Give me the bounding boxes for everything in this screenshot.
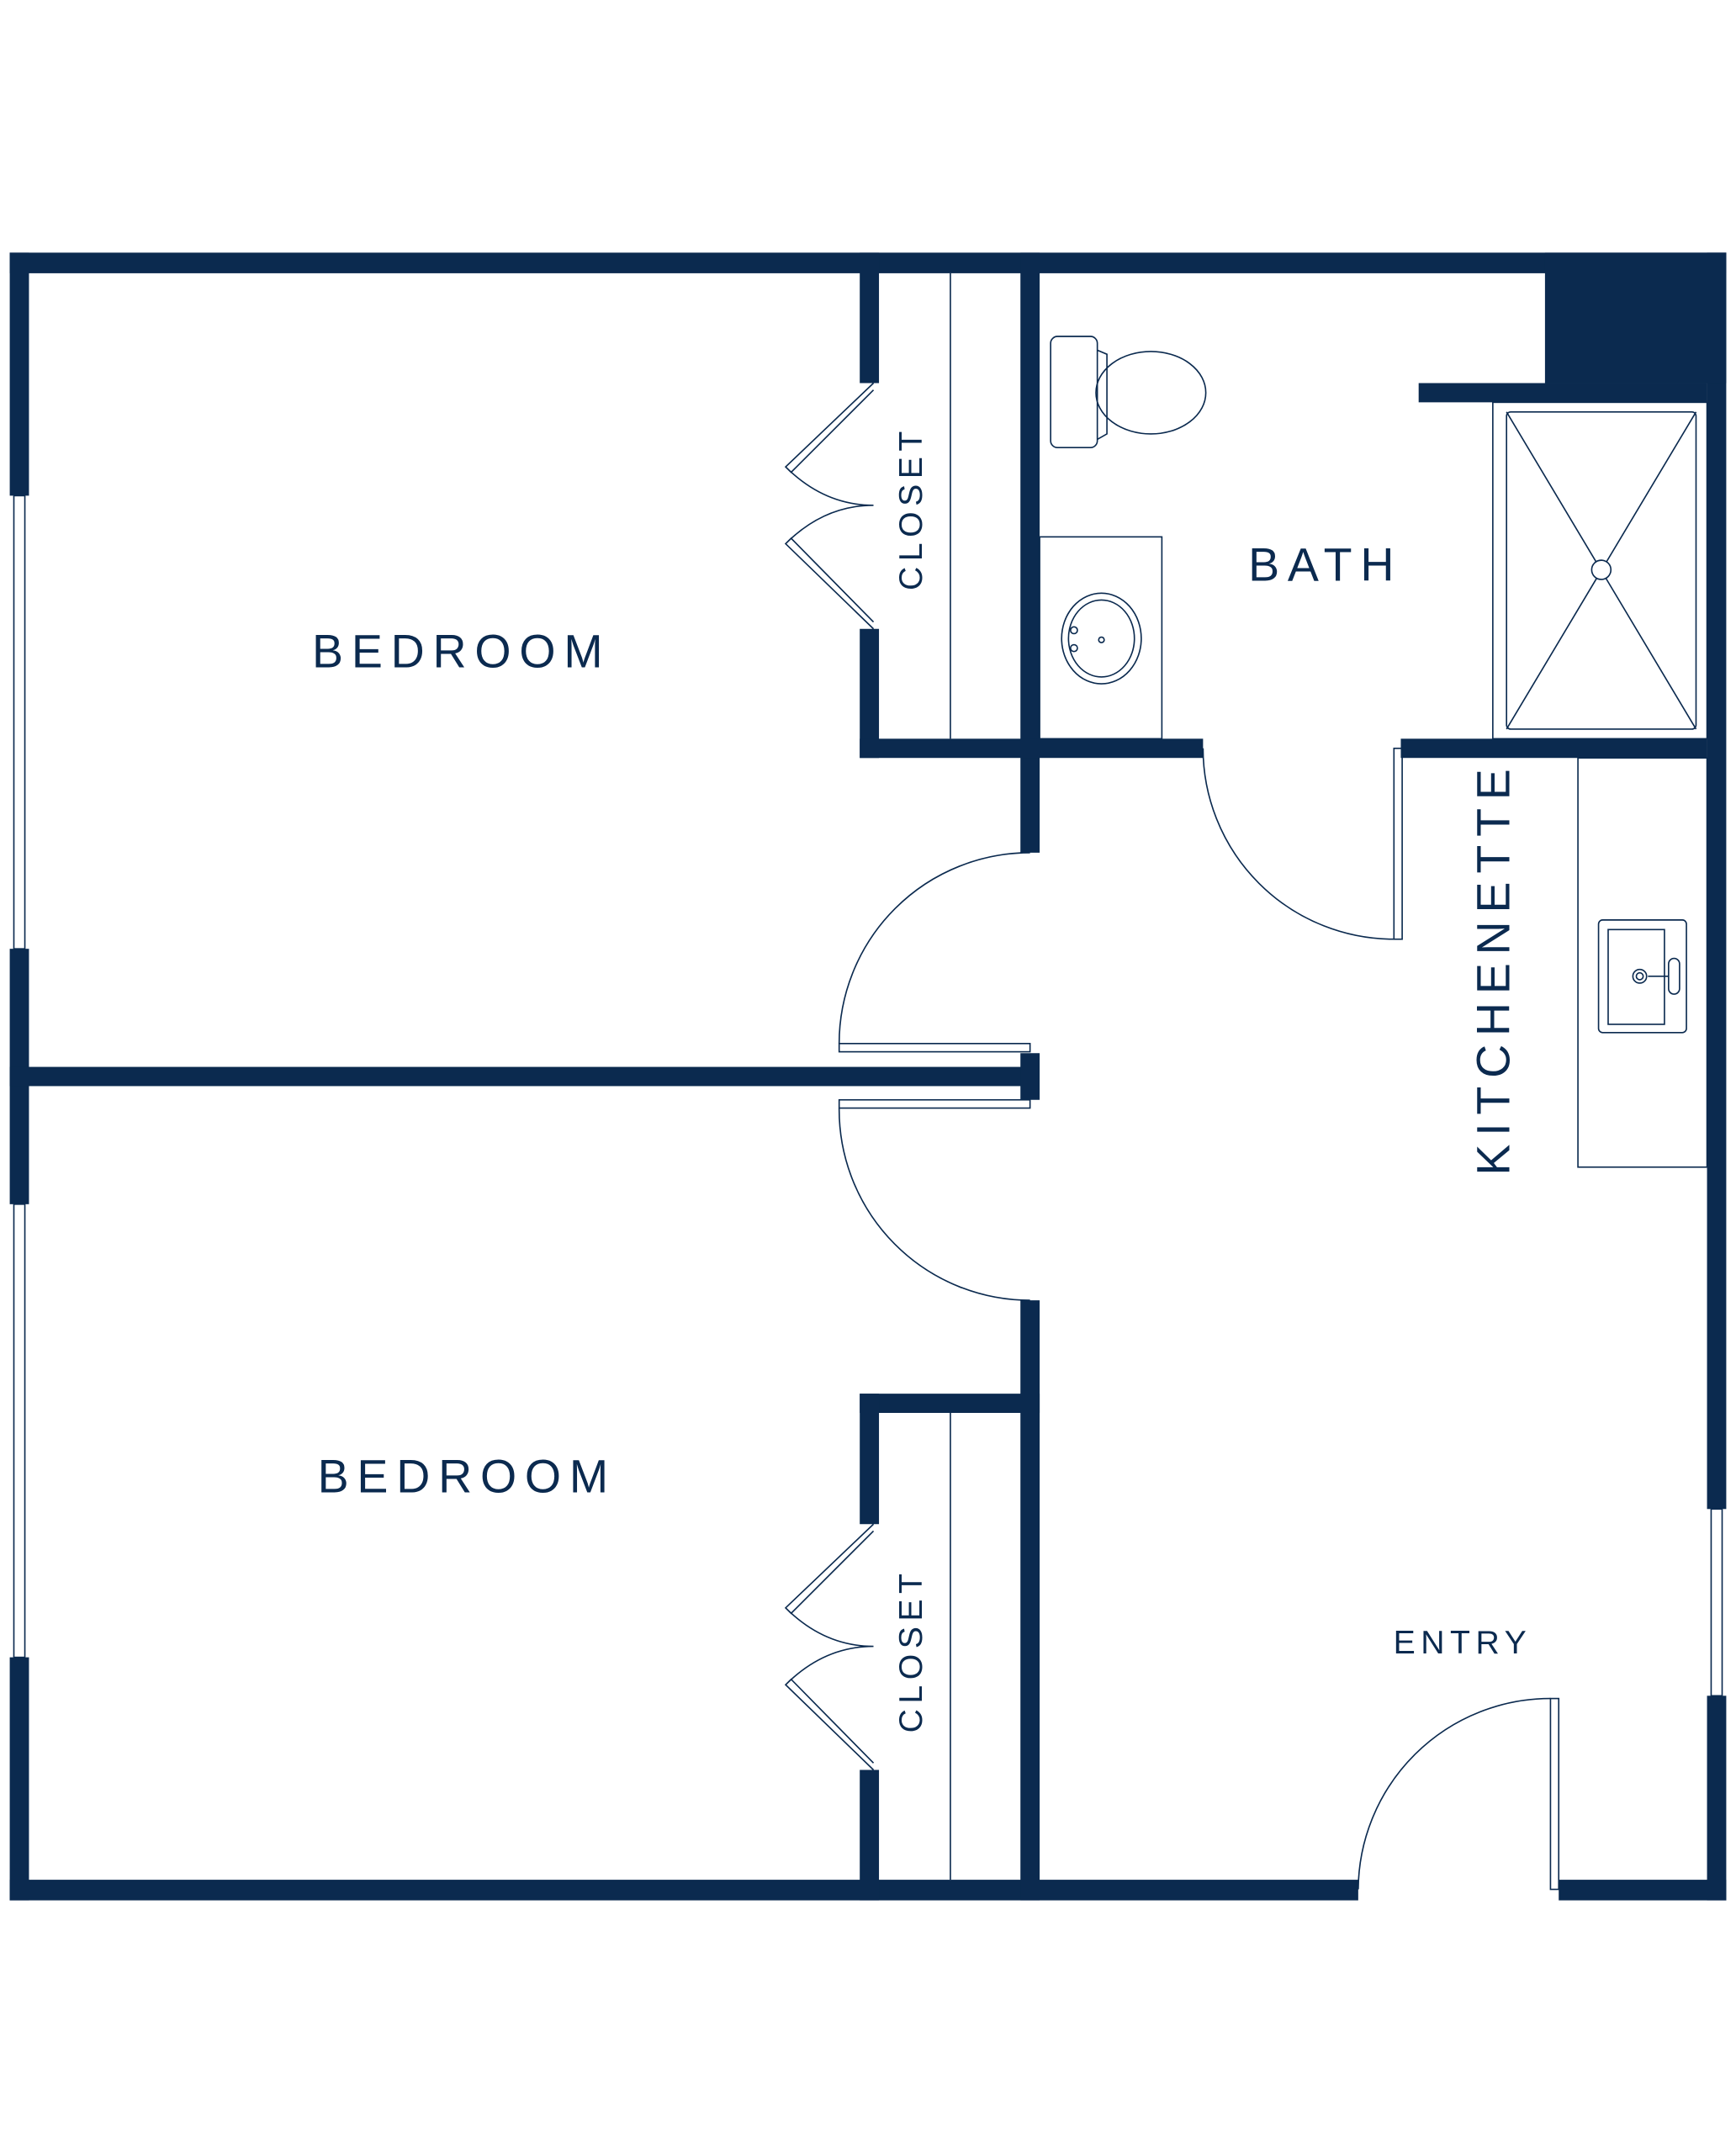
wall-closet-bottom-b — [860, 1769, 880, 1901]
kitchen-faucet-icon — [1668, 957, 1680, 995]
vanity-sink — [1061, 592, 1142, 685]
window-entry — [1710, 1508, 1723, 1697]
wall-bottom-right — [1559, 1880, 1727, 1901]
door-swing-bath — [1202, 748, 1395, 940]
window-bedroom-bottom — [13, 1203, 26, 1658]
kitchen-sink — [1597, 919, 1687, 1034]
wall-left-1 — [9, 252, 29, 496]
label-closet-bottom: CLOSET — [893, 1568, 929, 1732]
wall-bath-kitchen — [1400, 738, 1707, 759]
door-leaf-entry — [1549, 1697, 1560, 1891]
shower-drain-icon — [1590, 559, 1612, 580]
window-bedroom-top — [13, 495, 26, 950]
kitchen-sink-drain-icon — [1632, 968, 1648, 984]
label-entry: ENTRY — [1394, 1625, 1532, 1661]
shower-pan — [1506, 410, 1697, 730]
wall-closet-top-b — [860, 628, 880, 759]
toilet-bowl — [1095, 351, 1207, 435]
kitchen-sink-drain-icon — [1635, 971, 1644, 981]
vanity-sink-inner — [1067, 599, 1135, 678]
vanity — [1039, 536, 1163, 740]
wall-center-top — [1020, 252, 1040, 853]
doors — [838, 747, 1560, 1891]
closet-bifold-doors — [784, 382, 875, 1771]
wall-right-1 — [1707, 252, 1727, 1510]
faucet-handle-icon — [1070, 626, 1078, 635]
door-leaf-bath — [1393, 747, 1403, 940]
faucet-handle-icon — [1070, 643, 1078, 653]
kitchen-fixtures — [1577, 757, 1708, 1168]
windows — [13, 495, 1723, 1697]
wall-closet-bottom-a — [860, 1394, 880, 1525]
wall-divider-end — [1020, 1053, 1040, 1100]
door-swing-entry — [1358, 1697, 1551, 1890]
bath-fixtures — [1039, 336, 1708, 740]
wall-closet-bottom-top — [860, 1394, 1040, 1413]
label-kitchenette: KITCHENETTE — [1467, 760, 1519, 1175]
door-swing-bedroom-top — [838, 852, 1030, 1044]
wall-closet-top-a — [860, 252, 880, 384]
label-bedroom-top: BEDROOM — [312, 625, 611, 677]
toilet-tank — [1050, 336, 1098, 449]
door-leaf-bedroom-bottom — [838, 1098, 1031, 1109]
toilet-neck — [1097, 349, 1108, 441]
wall-bottom-left — [9, 1880, 1358, 1901]
wall-right-2 — [1707, 1695, 1727, 1901]
label-bedroom-bottom: BEDROOM — [318, 1451, 617, 1503]
walls — [9, 252, 1727, 1901]
wall-closet-bath-bottom — [860, 738, 1204, 759]
room-labels: BEDROOM BEDROOM BATH CLOSET CLOSET KITCH… — [312, 426, 1532, 1732]
wall-shower-top — [1418, 383, 1707, 403]
label-bath: BATH — [1248, 539, 1402, 591]
shower-outer — [1492, 401, 1708, 740]
bifold-door-top — [784, 382, 875, 630]
door-leaf-bedroom-top — [838, 1043, 1031, 1053]
wall-chase — [1544, 252, 1727, 384]
wall-center-bottom — [1020, 1300, 1040, 1901]
kitchen-counter — [1577, 757, 1708, 1168]
bifold-door-bottom — [784, 1523, 875, 1771]
wall-bedroom-divider — [9, 1066, 1030, 1087]
wall-left-3 — [9, 1657, 29, 1901]
door-swing-bedroom-bottom — [838, 1108, 1030, 1301]
sink-drain-icon — [1098, 636, 1105, 643]
label-closet-top: CLOSET — [893, 426, 929, 590]
